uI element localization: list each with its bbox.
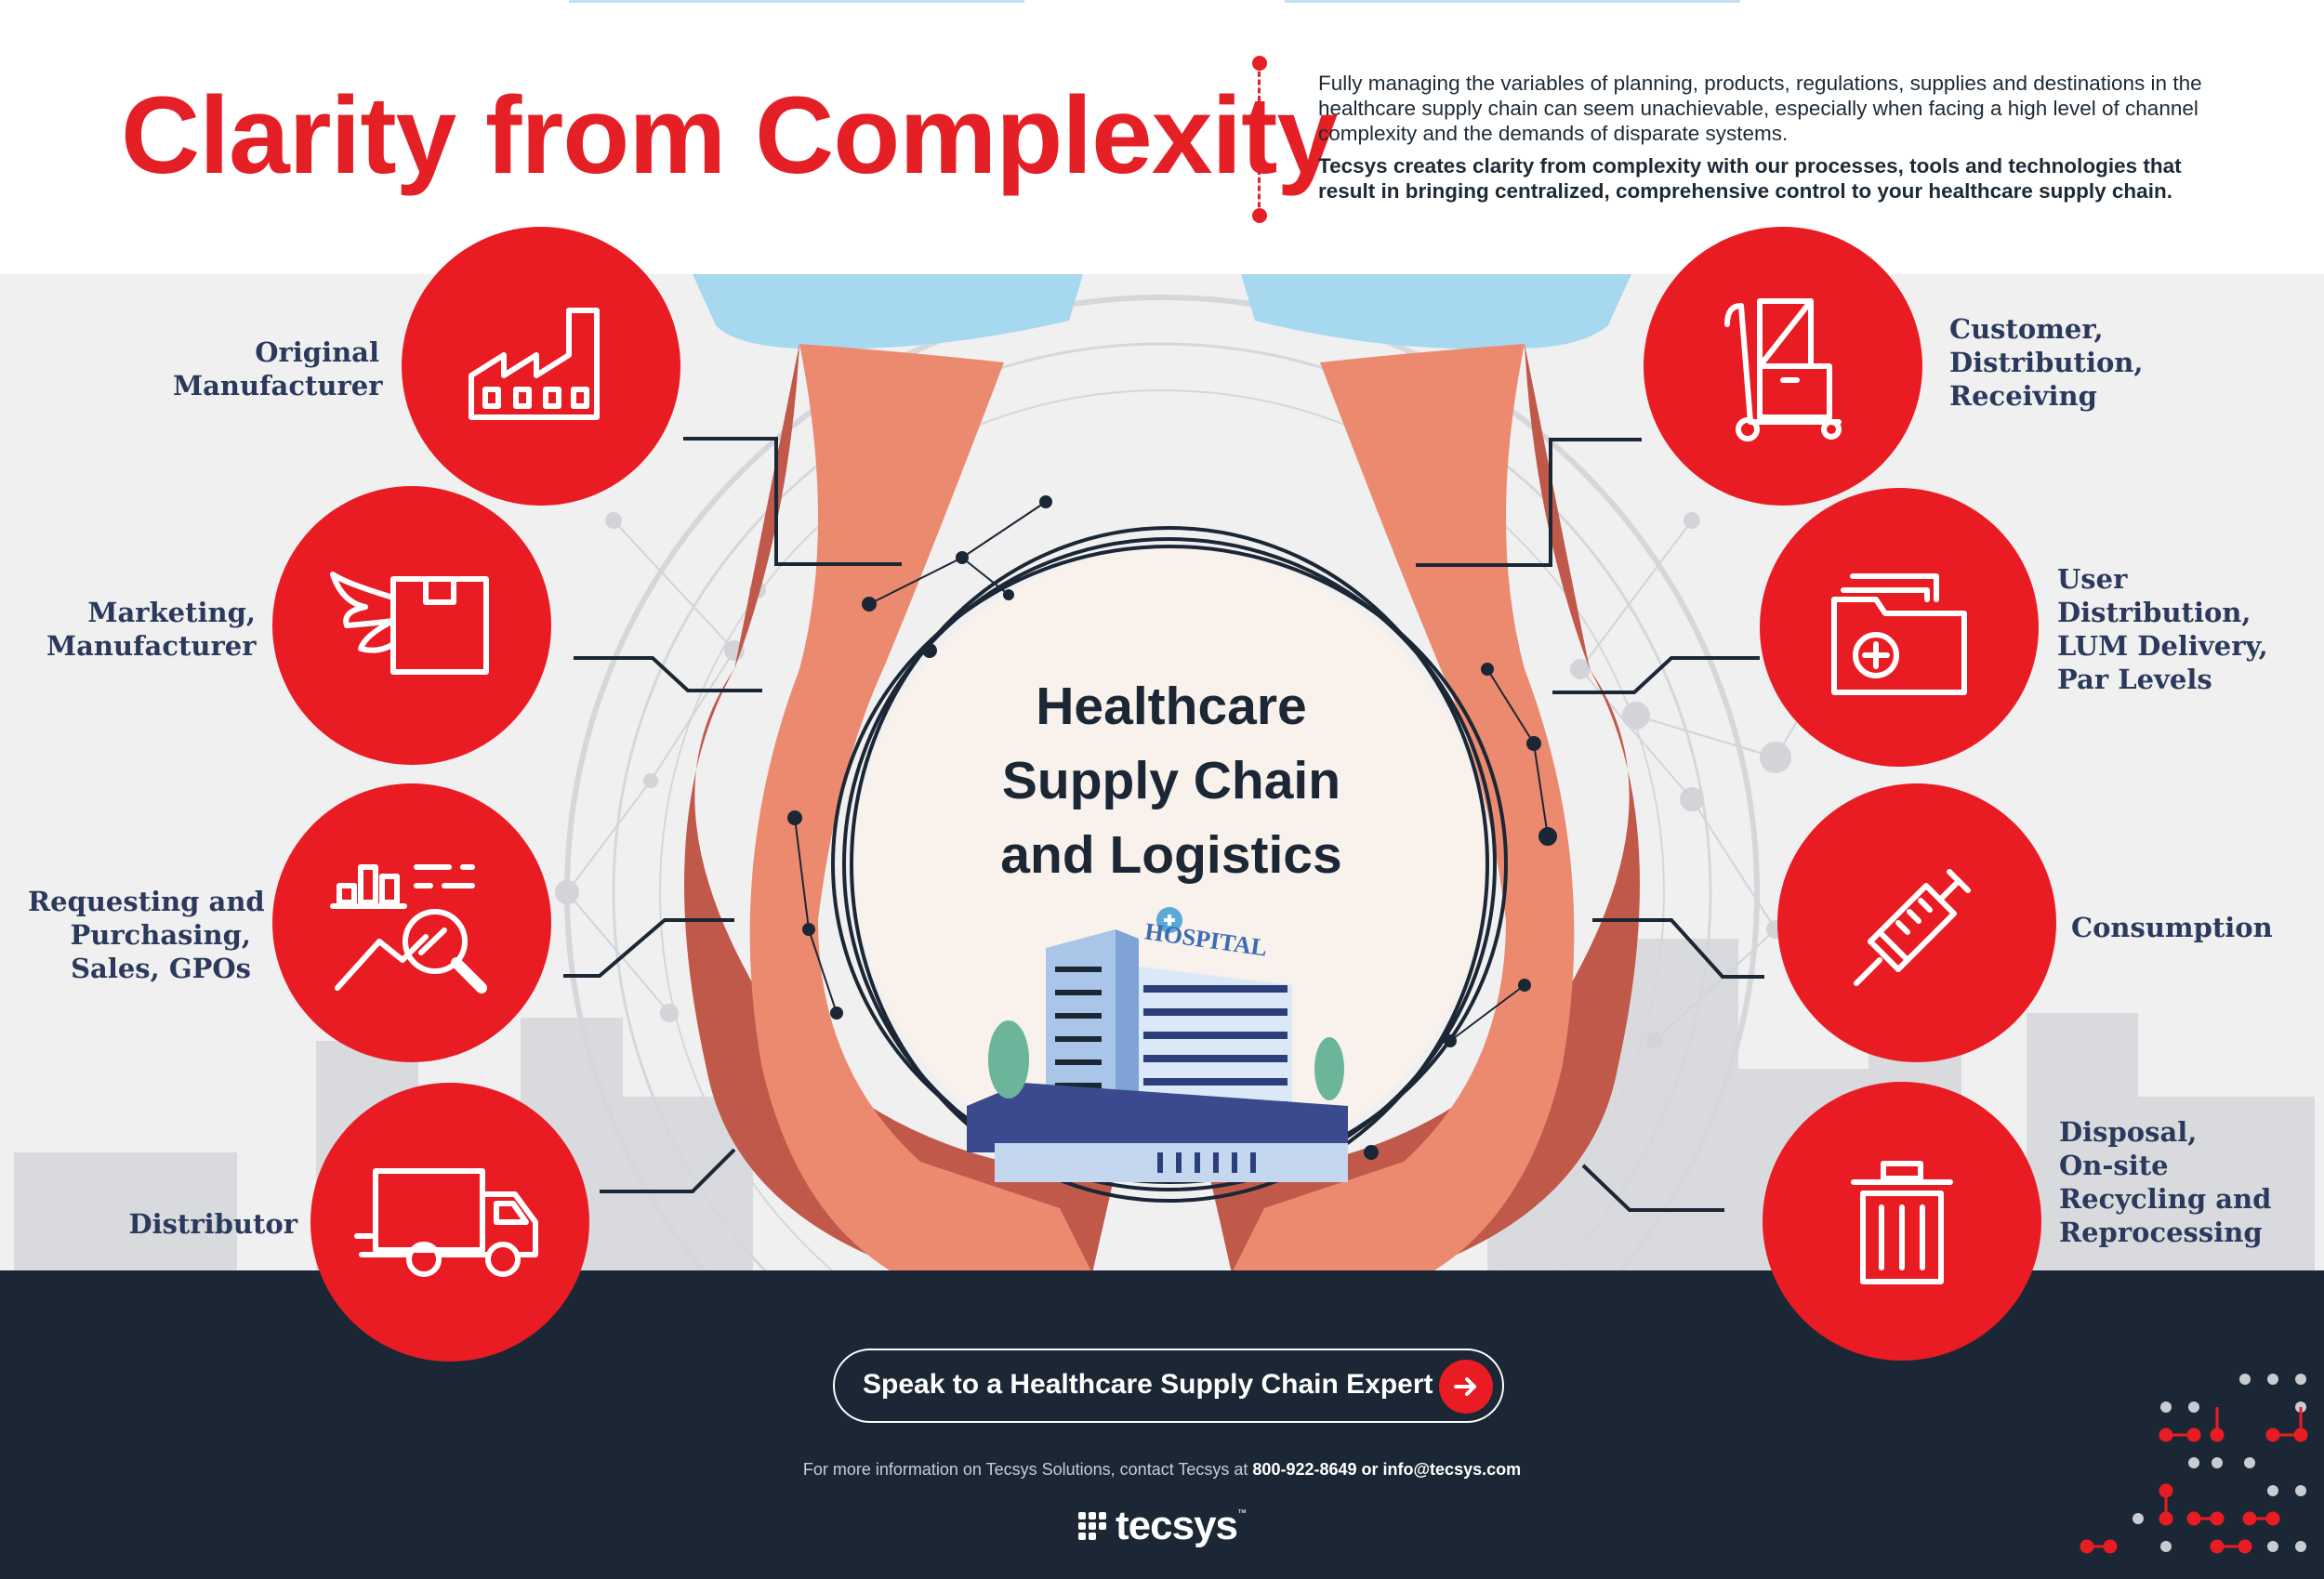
- label-disposal: Disposal, On-site Recycling and Reproces…: [2059, 1115, 2271, 1249]
- label-line: Recycling and: [2059, 1183, 2272, 1215]
- speak-to-expert-button[interactable]: Speak to a Healthcare Supply Chain Exper…: [833, 1349, 1504, 1423]
- label-requesting-purchasing: Requesting and Purchasing, Sales, GPOs: [28, 885, 265, 985]
- tecsys-logo-mark-icon: [1078, 1512, 1106, 1540]
- requesting-purchasing-node: [272, 783, 551, 1062]
- label-line: Manufacturer: [173, 370, 383, 401]
- logo-text: tecsys: [1116, 1503, 1238, 1548]
- label-user-distribution: User Distribution, LUM Delivery, Par Lev…: [2057, 562, 2268, 696]
- hand-truck-icon: [1724, 298, 1842, 441]
- label-line: Original: [255, 336, 379, 368]
- label-customer-distribution: Customer, Distribution, Receiving: [1949, 312, 2143, 413]
- page-title: Clarity from Complexity: [121, 74, 1338, 197]
- label-line: LUM Delivery,: [2057, 630, 2268, 662]
- tecsys-logo: tecsys ™: [1076, 1503, 1247, 1549]
- label-distributor: Distributor: [112, 1207, 297, 1241]
- sleeves: [693, 274, 1631, 349]
- center-title-line: Healthcare: [1036, 677, 1307, 736]
- customer-distribution-node: [1644, 227, 1922, 506]
- label-line: Distribution,: [2057, 597, 2251, 628]
- label-line: Distributor: [128, 1208, 297, 1240]
- distributor-node: [310, 1083, 589, 1362]
- connector-lines: [563, 437, 1764, 1212]
- divider-dot: [1252, 208, 1267, 223]
- header-divider: [1258, 63, 1261, 216]
- hospital-building: HOSPITAL: [967, 907, 1348, 1182]
- label-line: On-site: [2059, 1150, 2169, 1181]
- intro-text: Fully managing the variables of planning…: [1318, 71, 2211, 211]
- analytics-search-icon: [330, 864, 487, 993]
- center-title: Healthcare Supply Chain and Logistics: [939, 669, 1404, 892]
- truck-icon: [354, 1168, 538, 1277]
- center-title-line: Supply Chain: [1001, 751, 1341, 810]
- label-line: User: [2057, 563, 2128, 595]
- syringe-icon: [1854, 869, 1971, 986]
- label-line: Purchasing,: [70, 919, 251, 951]
- label-line: Distribution,: [1949, 347, 2144, 378]
- label-line: Requesting and: [28, 886, 265, 917]
- factory-icon: [469, 308, 600, 420]
- label-line: Receiving: [1949, 380, 2097, 412]
- label-line: Customer,: [1949, 313, 2104, 345]
- label-line: Consumption: [2071, 912, 2273, 943]
- label-line: Reprocessing: [2059, 1217, 2263, 1248]
- label-line: Sales, GPOs: [71, 953, 251, 984]
- contact-details: 800-922-8649 or info@tecsys.com: [1252, 1460, 1522, 1479]
- intro-paragraph: Fully managing the variables of planning…: [1318, 72, 2202, 145]
- orbit-network: [787, 495, 1557, 1160]
- label-consumption: Consumption: [2071, 911, 2273, 944]
- disposal-node: [1763, 1082, 2041, 1361]
- contact-prefix: For more information on Tecsys Solutions…: [802, 1460, 1253, 1479]
- header: Clarity from Complexity Fully managing t…: [0, 0, 2324, 274]
- consumption-node: [1777, 783, 2056, 1062]
- marketing-manufacturer-node: [272, 486, 551, 765]
- user-distribution-node: [1760, 488, 2039, 767]
- trash-can-icon: [1851, 1161, 1953, 1284]
- medical-folder-icon: [1831, 573, 1967, 695]
- label-marketing-manufacturer: Marketing, Manufacturer: [46, 596, 256, 663]
- label-line: Marketing,: [87, 597, 256, 628]
- top-accent-strip: [1285, 0, 1740, 3]
- top-accent-strip: [569, 0, 1024, 3]
- label-line: Par Levels: [2057, 664, 2212, 695]
- intro-bold-paragraph: Tecsys creates clarity from complexity w…: [1318, 154, 2182, 203]
- cta-label: Speak to a Healthcare Supply Chain Exper…: [863, 1369, 1433, 1400]
- center-title-line: and Logistics: [1000, 825, 1342, 885]
- dot-pattern: [2080, 1374, 2308, 1554]
- contact-info: For more information on Tecsys Solutions…: [0, 1460, 2324, 1480]
- label-original-manufacturer: Original Manufacturer: [173, 336, 383, 402]
- logo-trademark: ™: [1237, 1508, 1248, 1519]
- label-line: Disposal,: [2059, 1116, 2198, 1148]
- arrow-right-icon: [1439, 1360, 1493, 1414]
- label-line: Manufacturer: [46, 630, 257, 662]
- original-manufacturer-node: [402, 227, 680, 506]
- winged-box-icon: [330, 572, 489, 675]
